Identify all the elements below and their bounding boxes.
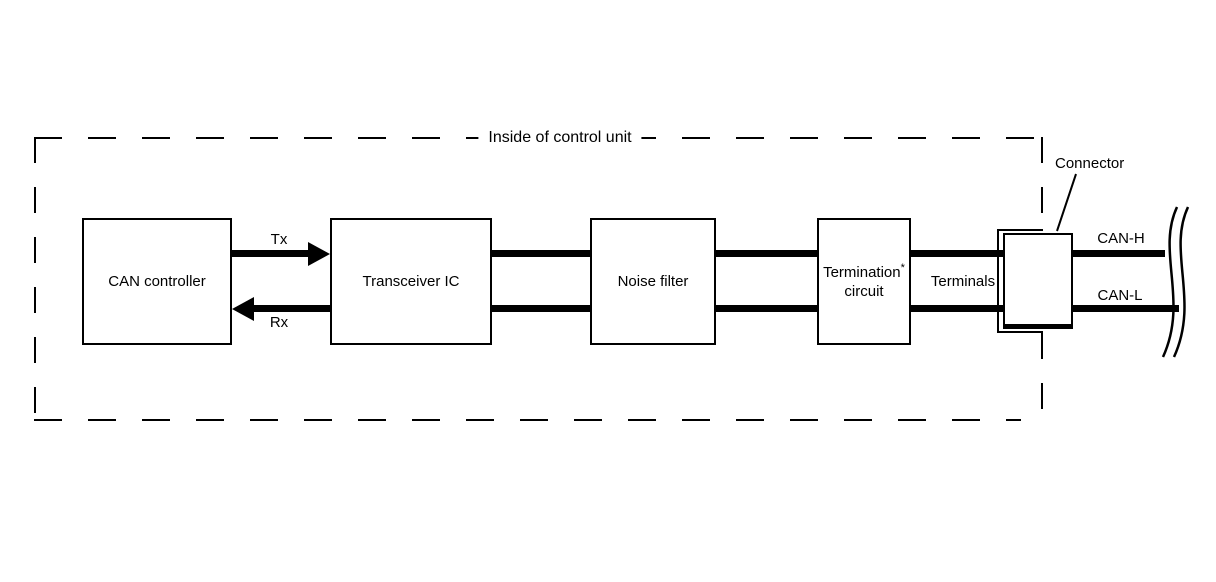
rx-label: Rx <box>269 314 289 331</box>
control-unit-title: Inside of control unit <box>478 129 642 146</box>
bus-line-l-termination-connector <box>909 305 1005 312</box>
block-termination-line2: circuit <box>844 282 884 300</box>
can-l-wire <box>1071 305 1179 312</box>
connector-body <box>1003 233 1073 329</box>
connector-label: Connector <box>1055 155 1125 172</box>
rx-arrowhead-icon <box>232 297 254 321</box>
control-unit-border-right-lower <box>1041 333 1043 420</box>
can-l-label: CAN-L <box>1097 287 1143 304</box>
bus-line-h-noise-termination <box>714 250 819 257</box>
control-unit-border-left <box>34 137 36 420</box>
block-transceiver-ic: Transceiver IC <box>330 218 492 345</box>
wire-break-icon <box>1161 206 1179 358</box>
bus-line-h-transceiver-noise <box>490 250 592 257</box>
termination-asterisk: * <box>900 261 905 274</box>
tx-arrowhead-icon <box>308 242 330 266</box>
block-transceiver-ic-label: Transceiver IC <box>362 273 460 290</box>
block-noise-filter: Noise filter <box>590 218 716 345</box>
bus-line-l-transceiver-noise <box>490 305 592 312</box>
wire-break-icon <box>1172 206 1190 358</box>
tx-arrow-shaft <box>232 250 308 257</box>
connector-leader-line <box>1056 173 1077 232</box>
control-unit-border-right-upper <box>1041 137 1043 229</box>
bus-line-l-noise-termination <box>714 305 819 312</box>
block-can-controller: CAN controller <box>82 218 232 345</box>
tx-label: Tx <box>270 231 288 248</box>
block-termination-circuit: Termination* circuit <box>817 218 911 345</box>
block-can-controller-label: CAN controller <box>108 273 206 290</box>
bus-line-h-termination-connector <box>909 250 1005 257</box>
block-noise-filter-label: Noise filter <box>617 273 689 290</box>
can-h-label: CAN-H <box>1097 230 1145 247</box>
rx-arrow-shaft <box>254 305 330 312</box>
terminals-label: Terminals <box>930 273 996 290</box>
block-termination-line1: Termination* <box>823 261 905 281</box>
control-unit-border-bottom <box>34 419 1021 421</box>
can-h-wire <box>1071 250 1165 257</box>
